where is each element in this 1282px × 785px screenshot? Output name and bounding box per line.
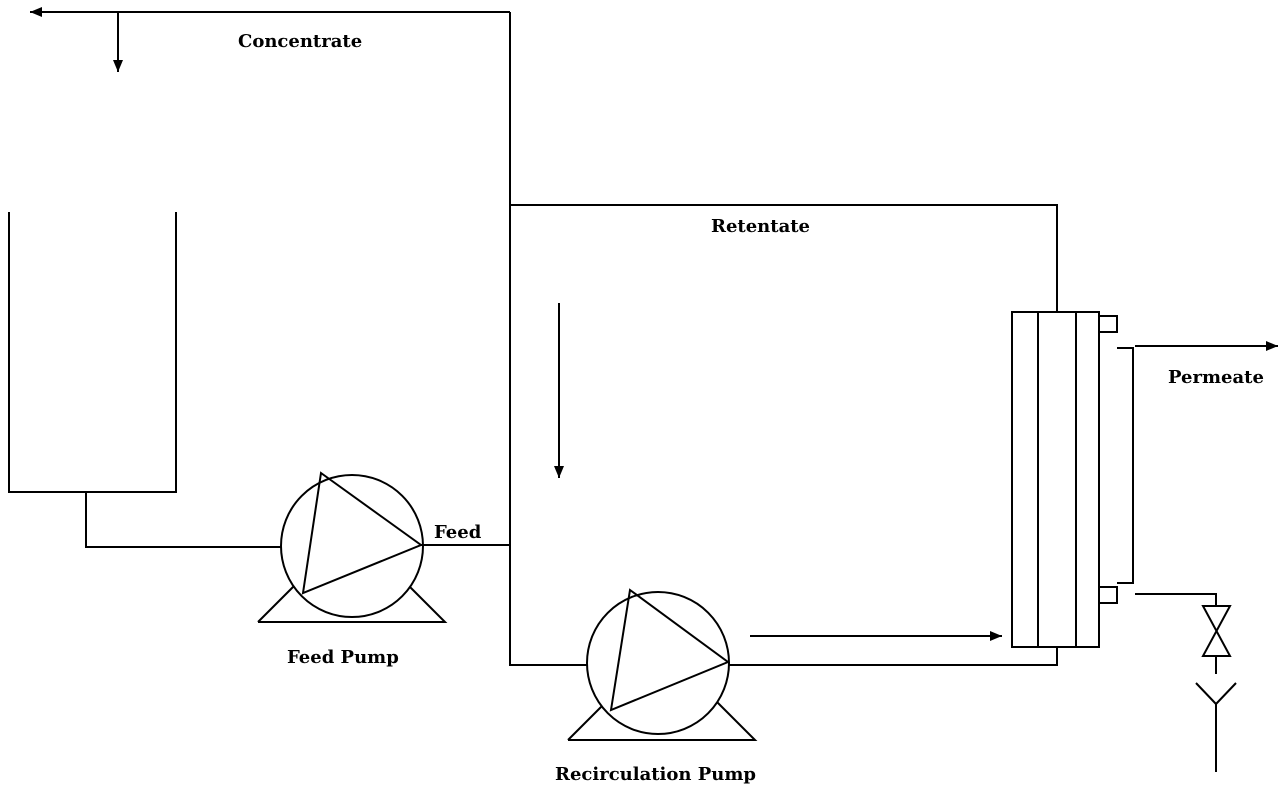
permeate-drain-line xyxy=(1135,593,1217,606)
recirculation-pump-impeller-triangle xyxy=(609,588,731,712)
tank-outlet-line xyxy=(85,492,282,548)
main-vertical-line xyxy=(509,12,592,666)
permeate-shell-port-top xyxy=(1099,315,1118,333)
retentate-label: Retentate xyxy=(711,216,810,237)
retentate-line xyxy=(510,204,1058,312)
feed-pump xyxy=(257,471,448,623)
drain-valve-icon xyxy=(1201,605,1232,657)
feed-pump-impeller-triangle xyxy=(301,471,424,595)
permeate-shell-jacket xyxy=(1117,347,1134,584)
concentrate-label: Concentrate xyxy=(238,31,362,52)
recirculation-pump-casing xyxy=(586,591,730,735)
permeate-label: Permeate xyxy=(1168,367,1264,388)
feed-label: Feed xyxy=(434,522,482,543)
recirculation-pump xyxy=(567,588,758,741)
permeate-shell-port-bottom xyxy=(1099,586,1118,604)
feed-pump-base xyxy=(257,581,448,623)
recirculation-pump-label: Recirculation Pump xyxy=(555,764,756,785)
membrane-module xyxy=(1011,311,1134,648)
drain-funnel-icon xyxy=(1195,682,1237,772)
membrane-module-body xyxy=(1011,311,1100,648)
feed-tank xyxy=(8,212,177,493)
recirculation-outlet-line xyxy=(728,647,1058,666)
feed-pump-label: Feed Pump xyxy=(287,647,399,668)
